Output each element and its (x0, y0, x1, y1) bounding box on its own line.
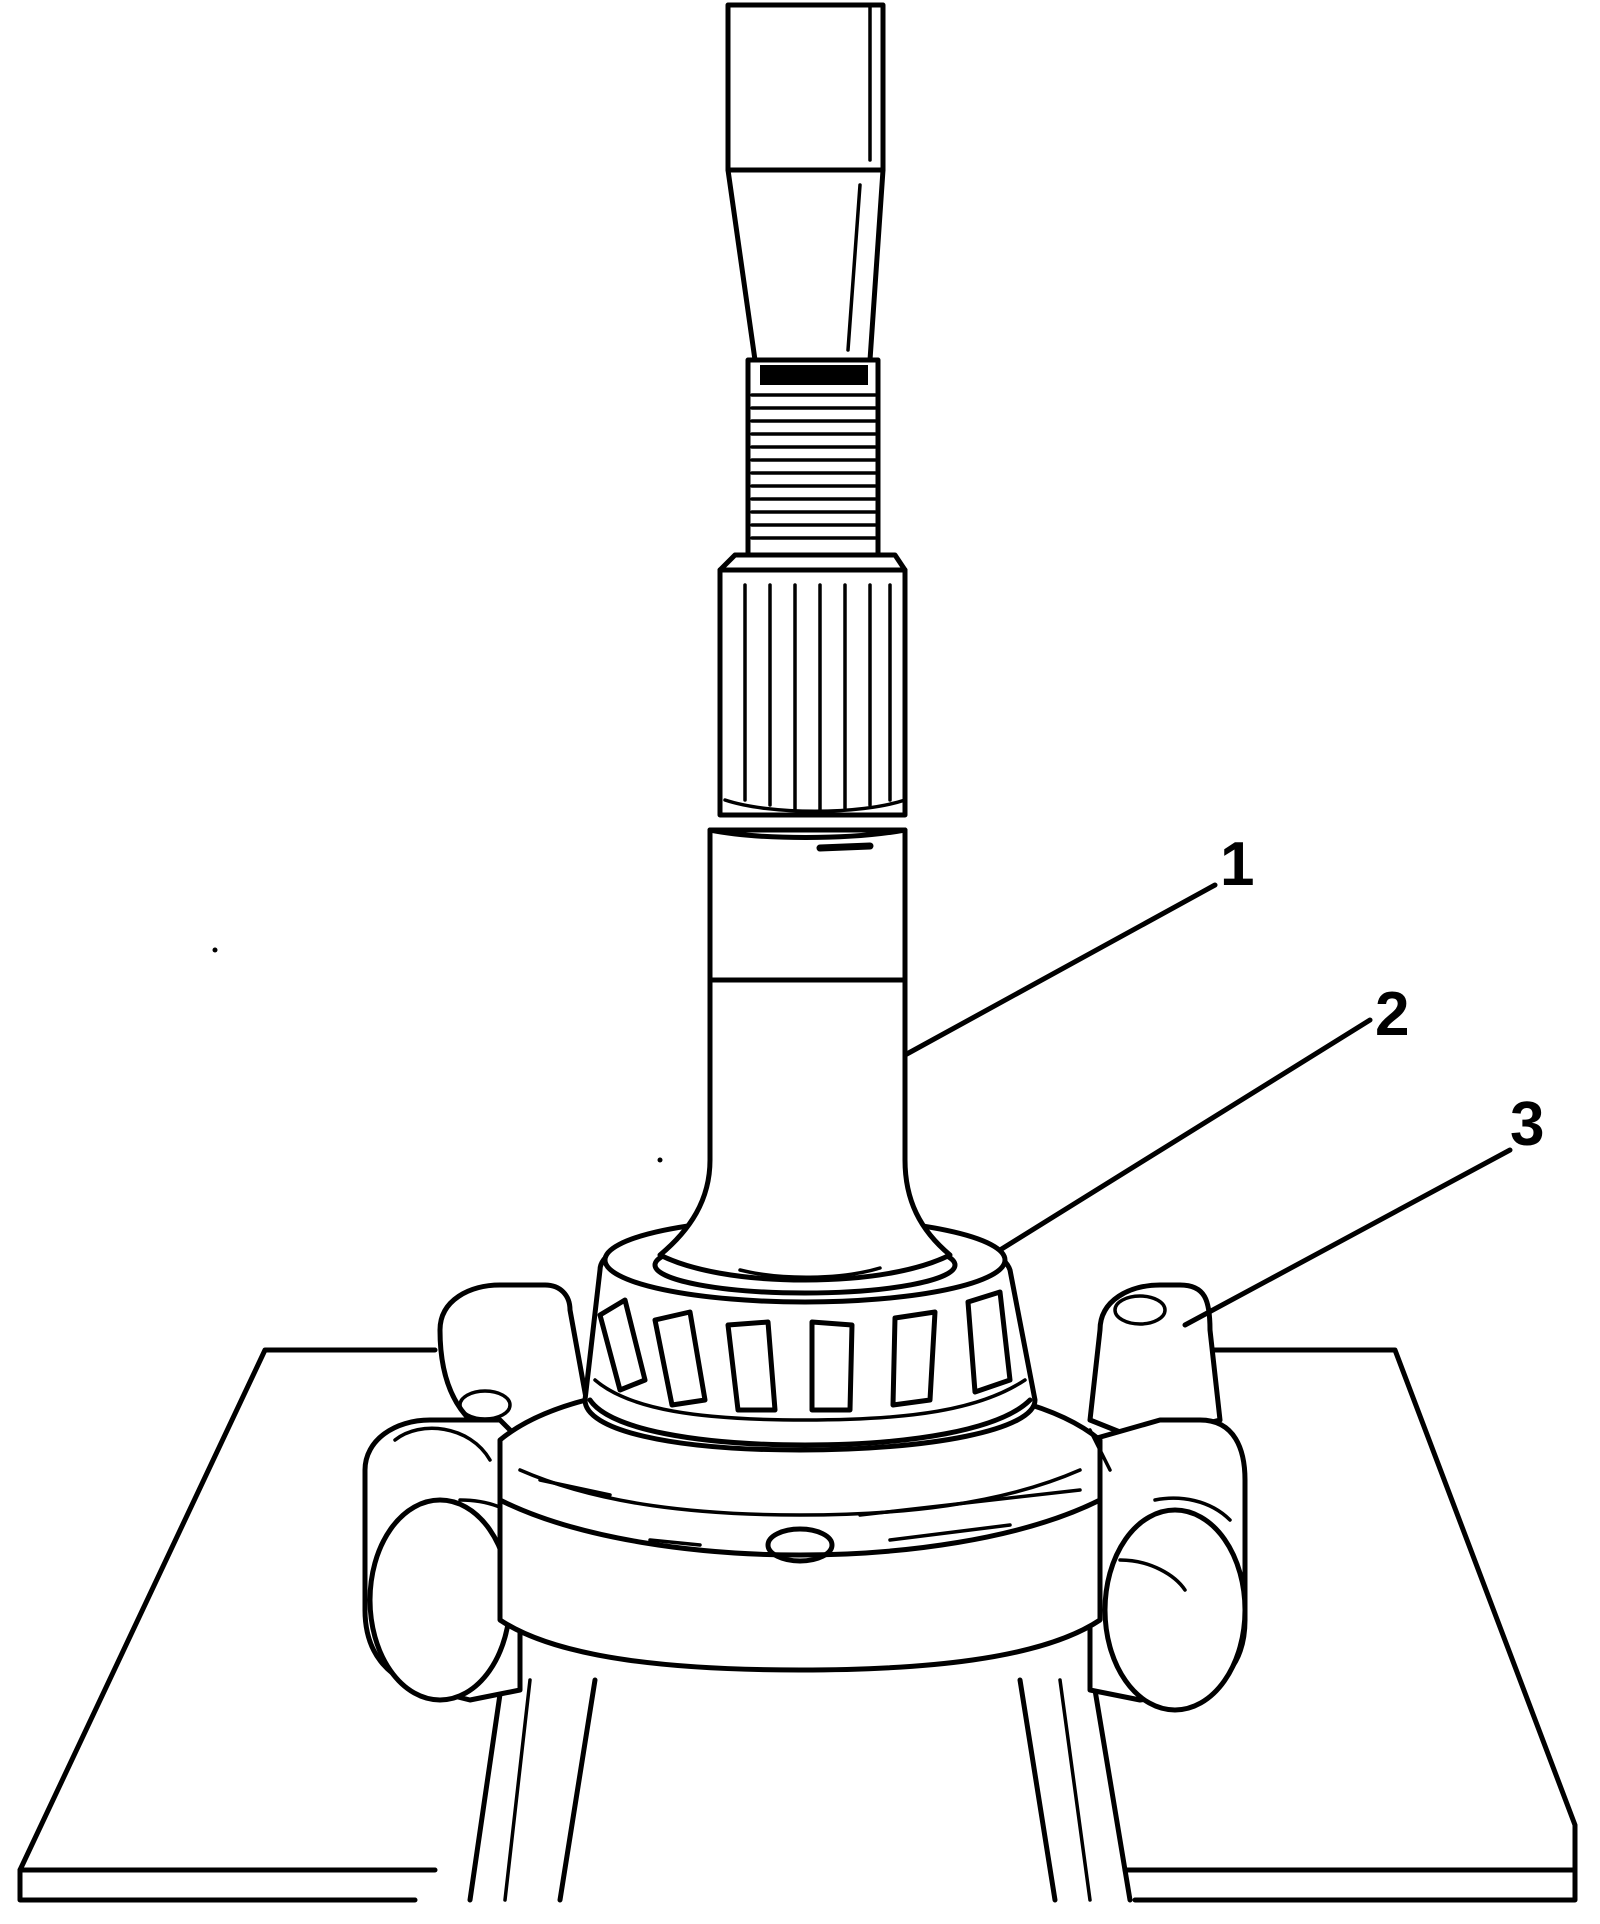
callout-label-2: 2 (1375, 980, 1409, 1049)
press-base-plate (17, 1347, 1578, 1903)
leader-3 (1182, 1147, 1513, 1328)
callout-labels: 1 2 3 (1220, 830, 1544, 1159)
callout-label-1: 1 (1220, 830, 1254, 899)
leader-1 (902, 882, 1218, 1058)
press-ram (725, 2, 886, 363)
callout-label-3: 3 (1510, 1090, 1544, 1159)
scan-specks (212, 947, 663, 1163)
callout-leaders (902, 882, 1513, 1328)
leader-2 (997, 1017, 1373, 1253)
shaft (657, 357, 953, 1283)
support-stand (467, 1657, 1133, 1903)
bearing-separator (362, 1282, 1248, 1713)
